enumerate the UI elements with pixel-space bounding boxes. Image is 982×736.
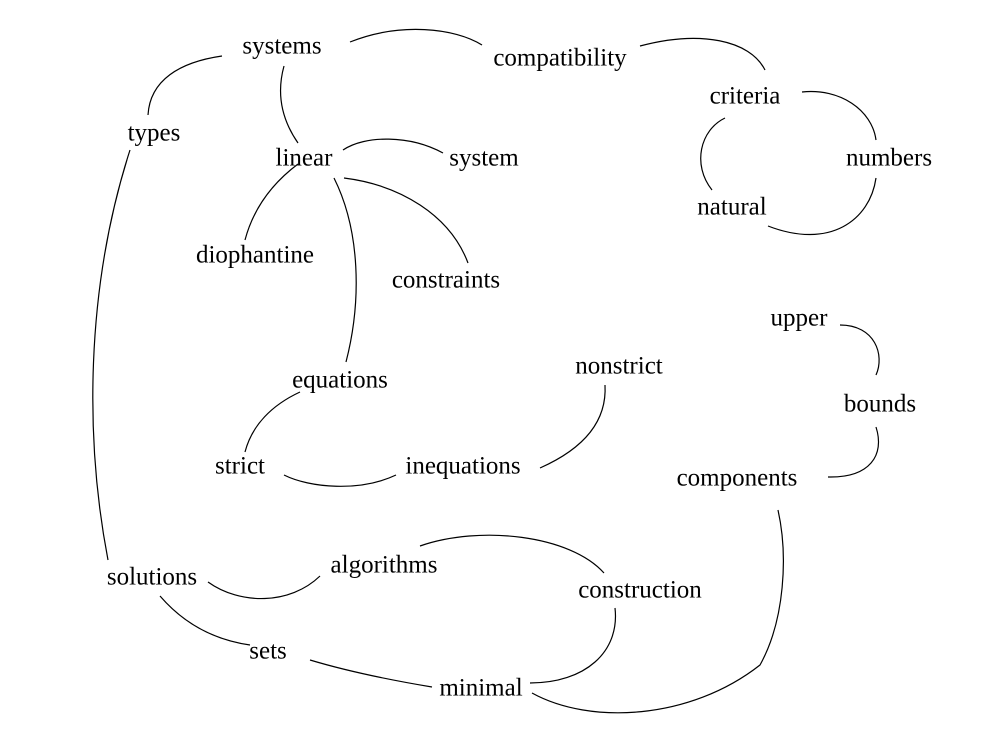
- node-upper: upper: [770, 304, 828, 332]
- edge-strict-inequations: [283, 474, 397, 487]
- node-bounds: bounds: [843, 390, 917, 418]
- edge-minimal-construction: [529, 607, 617, 684]
- edge-linear-diophantine: [244, 163, 299, 241]
- node-strict: strict: [215, 452, 265, 480]
- node-compatibility: compatibility: [493, 44, 627, 72]
- node-types: types: [127, 119, 181, 147]
- node-algorithms: algorithms: [330, 551, 438, 579]
- node-diophantine: diophantine: [195, 241, 315, 269]
- node-constraints: constraints: [391, 266, 501, 294]
- node-natural: natural: [697, 193, 767, 221]
- node-numbers: numbers: [845, 144, 933, 172]
- node-criteria: criteria: [709, 82, 781, 110]
- edge-minimal-components: [531, 509, 784, 714]
- node-minimal: minimal: [439, 674, 523, 702]
- node-inequations: inequations: [405, 452, 521, 480]
- edge-types-solutions: [92, 149, 131, 561]
- edge-linear-system: [342, 138, 444, 154]
- edge-linear-equations: [333, 177, 357, 363]
- node-solutions: solutions: [106, 563, 198, 591]
- node-linear: linear: [275, 144, 333, 172]
- edge-upper-bounds: [839, 324, 880, 376]
- edge-systems-types: [147, 55, 223, 116]
- edge-solutions-sets: [159, 595, 251, 646]
- edge-algorithms-construction: [419, 534, 605, 574]
- edge-systems-compatibility: [349, 28, 483, 46]
- edge-solutions-algorithms: [207, 575, 321, 600]
- node-system: system: [449, 144, 519, 172]
- node-systems: systems: [242, 32, 322, 60]
- node-equations: equations: [292, 366, 388, 394]
- edge-equations-strict: [244, 391, 301, 453]
- edge-linear-constraints: [343, 177, 469, 264]
- edge-bounds-components: [827, 426, 880, 478]
- node-components: components: [676, 464, 798, 492]
- edge-inequations-nonstrict: [539, 384, 606, 469]
- edge-criteria-numbers: [801, 90, 877, 141]
- edge-systems-linear: [279, 65, 299, 144]
- edge-sets-minimal: [309, 659, 433, 688]
- edge-compatibility-criteria: [639, 37, 766, 71]
- node-nonstrict: nonstrict: [575, 352, 663, 380]
- edge-criteria-natural: [700, 117, 726, 191]
- node-construction: construction: [578, 576, 702, 604]
- edge-numbers-natural: [767, 177, 877, 236]
- node-sets: sets: [249, 637, 287, 665]
